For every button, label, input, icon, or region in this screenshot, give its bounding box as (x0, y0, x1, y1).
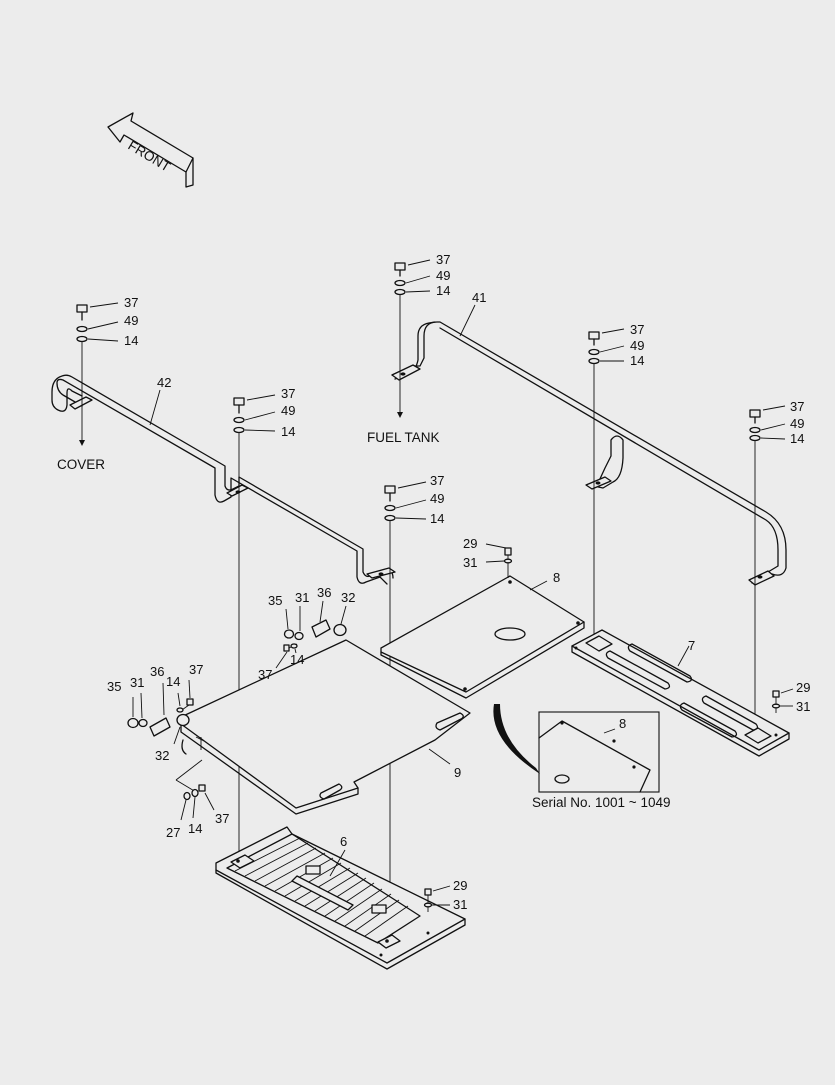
front-arrow-icon: FRONT (107, 112, 194, 188)
part-number-42: 42 (157, 375, 171, 390)
bolt-stack-d (394, 259, 431, 418)
part-number-37: 37 (790, 399, 804, 414)
fastener-group-upper (275, 600, 347, 669)
handrail-41 (391, 321, 787, 586)
part-number-7: 7 (688, 638, 695, 653)
part-number-32: 32 (341, 590, 355, 605)
part-number-14: 14 (436, 283, 450, 298)
part-number-37: 37 (630, 322, 644, 337)
part-number-31: 31 (796, 699, 810, 714)
part-number-27: 27 (166, 825, 180, 840)
part-number-37: 37 (189, 662, 203, 677)
part-number-31: 31 (130, 675, 144, 690)
part-number-37: 37 (430, 473, 444, 488)
part-number-14: 14 (290, 652, 304, 667)
bolt-stack-a (76, 302, 119, 446)
part-number-14: 14 (188, 821, 202, 836)
part-number-8-inset: 8 (619, 716, 626, 731)
fastener-group-hinge (180, 784, 215, 821)
part-number-14: 14 (166, 674, 180, 689)
part-number-49: 49 (430, 491, 444, 506)
note-cover: COVER (57, 457, 105, 472)
part-number-36: 36 (317, 585, 331, 600)
part-number-29: 29 (796, 680, 810, 695)
part-number-6: 6 (340, 834, 347, 849)
part-number-14: 14 (790, 431, 804, 446)
step-6-grating (215, 826, 466, 970)
bolt-stack-f (749, 405, 786, 740)
part-number-31: 31 (295, 590, 309, 605)
plate-8 (380, 543, 585, 699)
part-number-49: 49 (281, 403, 295, 418)
part-number-31: 31 (463, 555, 477, 570)
plate-9 (175, 639, 471, 815)
handrail-42 (51, 374, 396, 585)
step-7 (571, 629, 794, 757)
part-number-37: 37 (281, 386, 295, 401)
part-number-37: 37 (124, 295, 138, 310)
serial-inset (493, 704, 660, 793)
part-number-14: 14 (630, 353, 644, 368)
part-number-31: 31 (453, 897, 467, 912)
part-number-14: 14 (124, 333, 138, 348)
part-number-36: 36 (150, 664, 164, 679)
part-number-29: 29 (453, 878, 467, 893)
part-number-14: 14 (281, 424, 295, 439)
part-number-49: 49 (630, 338, 644, 353)
part-number-37: 37 (215, 811, 229, 826)
part-number-14: 14 (430, 511, 444, 526)
bolt-stack-b (233, 394, 276, 858)
note-fuel-tank: FUEL TANK (367, 430, 440, 445)
part-number-35: 35 (268, 593, 282, 608)
part-number-29: 29 (463, 536, 477, 551)
part-number-37: 37 (258, 667, 272, 682)
note-serial-range: Serial No. 1001 ~ 1049 (532, 795, 670, 810)
bolt-stack-e (588, 328, 625, 640)
part-number-8: 8 (553, 570, 560, 585)
part-number-49: 49 (124, 313, 138, 328)
part-number-9: 9 (454, 765, 461, 780)
part-number-32: 32 (155, 748, 169, 763)
part-number-37: 37 (436, 252, 450, 267)
part-number-41: 41 (472, 290, 486, 305)
part-number-49: 49 (790, 416, 804, 431)
part-number-49: 49 (436, 268, 450, 283)
fastener-group-lower (127, 679, 194, 745)
part-number-35: 35 (107, 679, 121, 694)
